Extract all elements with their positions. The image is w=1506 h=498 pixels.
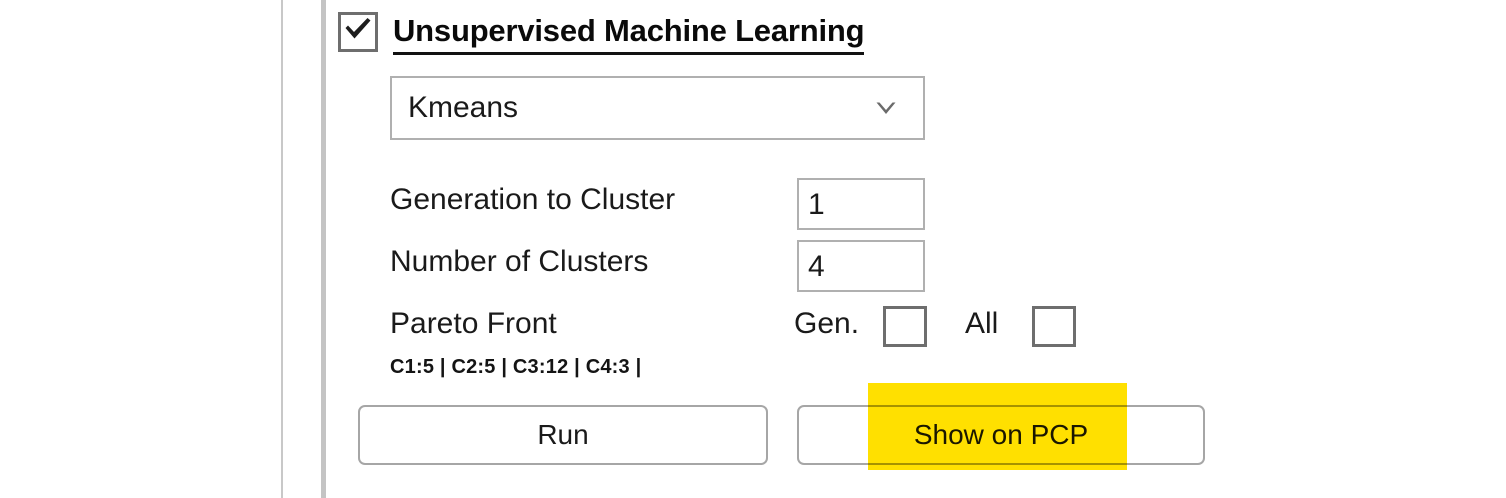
run-button-label: Run — [537, 419, 589, 450]
panel-divider-inner — [321, 0, 326, 498]
check-icon — [343, 16, 373, 45]
run-button[interactable]: Run — [358, 405, 768, 465]
pareto-front-gen-checkbox[interactable] — [883, 306, 927, 347]
number-of-clusters-row: Number of Clusters 4 — [390, 240, 1090, 302]
generation-to-cluster-label: Generation to Cluster — [390, 183, 676, 216]
number-of-clusters-value: 4 — [808, 250, 825, 283]
pareto-front-gen-label: Gen. — [794, 307, 860, 340]
cluster-summary-text: C1:5 | C2:5 | C3:12 | C4:3 | — [390, 356, 642, 378]
generation-to-cluster-row: Generation to Cluster 1 — [390, 178, 1090, 240]
number-of-clusters-label: Number of Clusters — [390, 245, 649, 278]
pareto-front-all-checkbox[interactable] — [1032, 306, 1076, 347]
show-on-pcp-button-label: Show on PCP — [913, 419, 1089, 450]
panel-divider-outer — [281, 0, 283, 498]
pareto-front-row: Pareto Front Gen. All — [390, 302, 1090, 364]
chevron-down-icon — [875, 101, 897, 115]
algorithm-select[interactable]: Kmeans — [390, 76, 925, 140]
generation-to-cluster-value: 1 — [808, 188, 825, 221]
show-on-pcp-button[interactable]: Show on PCP — [797, 405, 1205, 465]
cluster-settings-form: Generation to Cluster 1 Number of Cluste… — [390, 178, 1090, 364]
page-title: Unsupervised Machine Learning — [393, 12, 865, 55]
enable-unsupervised-ml-checkbox[interactable] — [338, 12, 378, 52]
panel-header: Unsupervised Machine Learning — [338, 12, 865, 55]
number-of-clusters-input[interactable]: 4 — [797, 240, 925, 292]
pareto-front-label: Pareto Front — [390, 307, 557, 340]
generation-to-cluster-input[interactable]: 1 — [797, 178, 925, 230]
pareto-front-all-label: All — [965, 307, 999, 340]
algorithm-select-value: Kmeans — [408, 91, 519, 124]
